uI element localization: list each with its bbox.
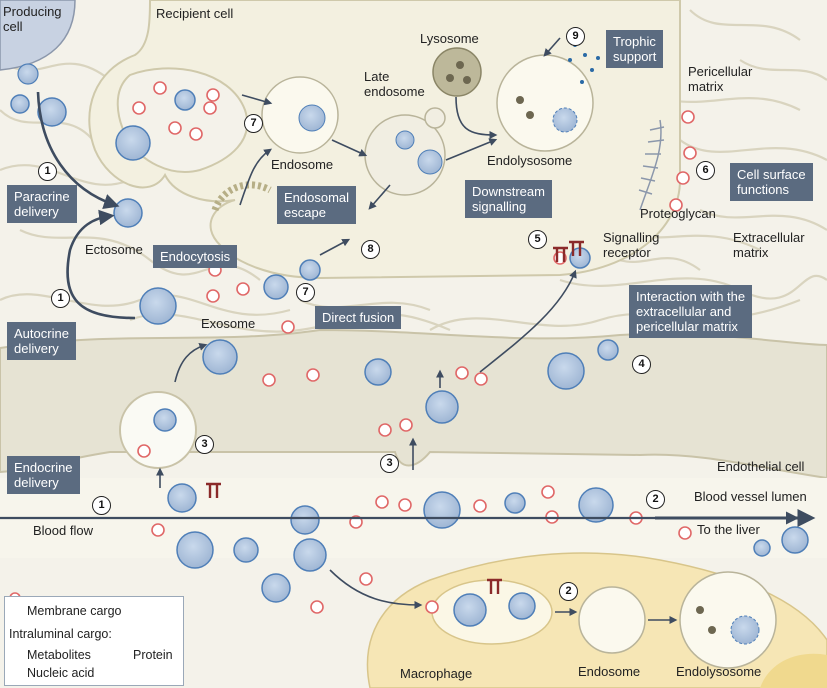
endosome-label-top: Endosome [271,157,334,172]
direct-fusion-box: Direct fusion [315,306,402,329]
step-lumen: 2 [646,490,665,509]
step-direct-fusion: 7 [296,283,315,302]
legend-protein: Protein [133,648,173,662]
step-signalling: 5 [528,230,547,249]
signalling-receptor-label: Signalling receptor [603,230,660,260]
blood-flow-label: Blood flow [33,523,93,538]
step-trophic: 9 [566,27,585,46]
endocytosis-box: Endocytosis [153,245,238,268]
step-paracrine: 1 [38,162,57,181]
step-endocytosis: 7 [244,114,263,133]
exosome-label: Exosome [201,316,256,331]
producing-cell [0,0,76,71]
legend-metabolites: Metabolites [27,648,91,662]
downstream-signalling-box: Downstream signalling [465,180,552,218]
legend-intraluminal-cargo: Intraluminal cargo: [9,627,112,641]
ectosome-label: Ectosome [85,242,143,257]
endothelial-cell-label: Endothelial cell [717,459,805,474]
step-macrophage: 2 [559,582,578,601]
step-endocrine: 1 [92,496,111,515]
producing-cell-label: Producing cell [3,4,62,34]
autocrine-delivery-box: Autocrine delivery [7,322,76,360]
matrix-interaction-box: Interaction with the extracellular and p… [629,285,753,338]
macrophage-label: Macrophage [400,666,473,681]
step-transcytosis-mid: 3 [380,454,399,473]
lysosome-label: Lysosome [420,31,479,46]
proteoglycan-label: Proteoglycan [640,206,716,221]
receptors [206,240,584,594]
trophic-support-box: Trophic support [606,30,664,68]
legend-membrane-cargo: Membrane cargo [27,604,122,618]
legend-nucleic-acid: Nucleic acid [27,666,95,680]
proteoglycan [638,119,665,211]
step-transcytosis-left: 3 [195,435,214,454]
step-matrix: 4 [632,355,651,374]
organelles [261,47,777,669]
small-vesicles [9,81,697,614]
step-cell-surface: 6 [696,161,715,180]
endosome-label-bottom: Endosome [578,664,641,679]
paracrine-delivery-box: Paracrine delivery [7,185,77,223]
clathrin-coat [211,181,272,212]
step-autocrine: 1 [51,289,70,308]
endocrine-delivery-box: Endocrine delivery [7,456,80,494]
blood-vessel-lumen-label: Blood vessel lumen [694,489,807,504]
endolysosome-label-bottom: Endolysosome [676,664,762,679]
late-endosome-label: Late endosome [364,69,425,99]
legend: Membrane cargo Intraluminal cargo: Metab… [4,596,184,686]
recipient-cell-label: Recipient cell [156,6,234,21]
to-the-liver-label: To the liver [697,522,760,537]
pericellular-matrix-label: Pericellular matrix [688,64,753,94]
cell-surface-functions-box: Cell surface functions [730,163,813,201]
endolysosome-label-top: Endolysosome [487,153,573,168]
endosomal-escape-box: Endosomal escape [277,186,357,224]
arrows [0,37,816,624]
extracellular-matrix-label: Extracellular matrix [733,230,805,260]
step-endosomal-escape: 8 [361,240,380,259]
